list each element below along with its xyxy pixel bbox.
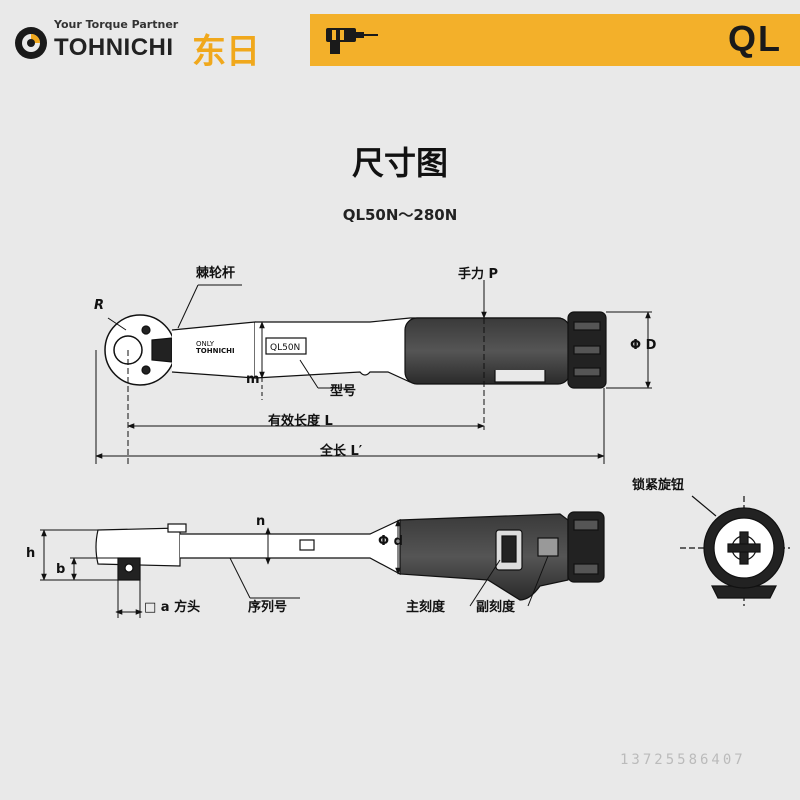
brand-name: TOHNICHI xyxy=(54,34,174,61)
only-marking: ONLY xyxy=(196,340,215,348)
total-length-label: 全长 L′ xyxy=(320,444,363,459)
phi-D-label: Φ D xyxy=(630,338,657,353)
page-subtitle: QL50N～280N xyxy=(342,206,458,224)
logo: Your Torque Partner TOHNICHI 东日 xyxy=(14,18,304,72)
tohnichi-logo-icon xyxy=(15,27,47,59)
phi-d-label: Φ d xyxy=(378,534,403,549)
lock-knob-label: 锁紧旋钮 xyxy=(632,478,685,493)
main-scale-label: 主刻度 xyxy=(406,600,446,615)
serial-no-label: 序列号 xyxy=(248,600,288,615)
b-label: b xyxy=(56,562,66,577)
model-banner: QL xyxy=(310,14,800,66)
model-tag: QL xyxy=(728,18,782,59)
tagline: Your Torque Partner xyxy=(54,18,179,31)
radius-label: R xyxy=(94,298,105,313)
page-title: 尺寸图 xyxy=(351,144,448,182)
brand-name-cn: 东日 xyxy=(192,32,260,72)
ratchet-label: 棘轮杆 xyxy=(196,266,236,281)
model-no-label: 型号 xyxy=(330,384,357,399)
hand-force-label: 手力 P xyxy=(458,267,499,282)
lock-knob-end-view xyxy=(680,495,790,606)
sub-scale-label: 副刻度 xyxy=(476,600,516,615)
wrench-side-view xyxy=(95,511,605,601)
header: Your Torque Partner TOHNICHI 东日 QL xyxy=(0,0,800,80)
n-label: n xyxy=(256,514,266,529)
drill-icon xyxy=(326,28,378,54)
brand-marking: TOHNICHI xyxy=(196,347,235,355)
watermark: 13725586407 xyxy=(620,752,746,768)
h-label: h xyxy=(26,546,36,561)
square-drive-label: □ a 方头 xyxy=(144,600,201,615)
m-label: m xyxy=(246,372,260,387)
model-marking: QL50N xyxy=(270,343,300,353)
effective-length-label: 有效长度 L xyxy=(268,414,333,429)
